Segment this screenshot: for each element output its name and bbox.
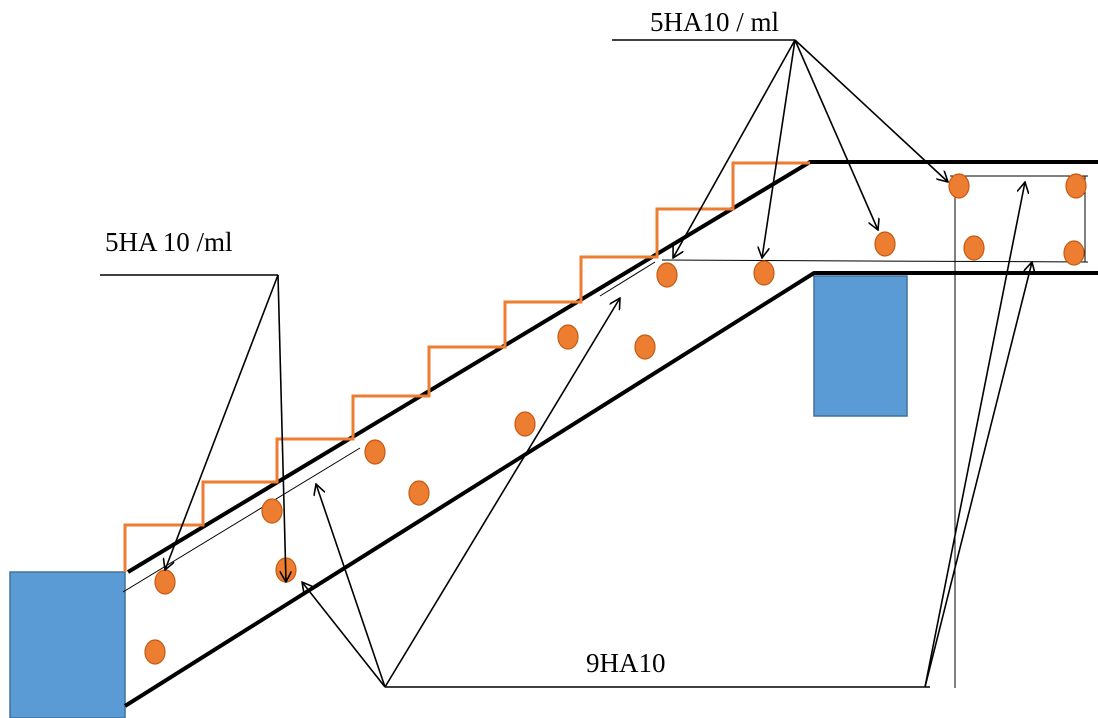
leader-arrow-top bbox=[794, 39, 948, 182]
leader-arrow-left bbox=[165, 274, 279, 570]
leader-arrow-top bbox=[794, 39, 878, 230]
label-left-rebar: 5HA 10 /ml bbox=[105, 227, 233, 257]
label-bottom-rebar: 9HA10 bbox=[586, 648, 666, 678]
rebar-dot bbox=[963, 235, 985, 261]
leader-arrow-bottom-right bbox=[924, 262, 1032, 688]
leader-arrow-bottom bbox=[302, 582, 386, 688]
rebar-dots bbox=[144, 173, 1087, 665]
label-top-rebar: 5HA10 / ml bbox=[650, 7, 779, 37]
left-support bbox=[9, 571, 126, 718]
rebar-dot bbox=[656, 262, 678, 288]
stair-steps bbox=[123, 161, 810, 572]
leader-arrow-left bbox=[277, 274, 286, 582]
rebar-dot bbox=[753, 260, 775, 286]
reinforcement-lines bbox=[122, 175, 1089, 688]
leader-lines bbox=[100, 39, 1032, 688]
rebar-dot bbox=[1065, 173, 1087, 199]
rebar-dot bbox=[364, 439, 386, 465]
rebar-dot bbox=[874, 231, 896, 257]
rebar-dot bbox=[634, 334, 656, 360]
leader-arrow-bottom-right bbox=[924, 182, 1025, 688]
rebar-dot bbox=[144, 639, 166, 665]
rebar-dot bbox=[1063, 240, 1085, 266]
rebar-dot bbox=[514, 411, 536, 437]
rebar-dot bbox=[408, 480, 430, 506]
leader-arrow-bottom bbox=[384, 298, 620, 688]
slab-bottom-edge bbox=[123, 271, 1098, 708]
leader-arrow-top bbox=[673, 39, 796, 258]
rebar-dot bbox=[557, 324, 579, 350]
leader-arrow-top bbox=[762, 39, 796, 258]
rebar-dot bbox=[948, 173, 970, 199]
right-support bbox=[813, 275, 908, 417]
rebar-dot bbox=[154, 569, 176, 595]
rebar-dot bbox=[261, 498, 283, 524]
leader-arrow-bottom bbox=[316, 484, 386, 688]
